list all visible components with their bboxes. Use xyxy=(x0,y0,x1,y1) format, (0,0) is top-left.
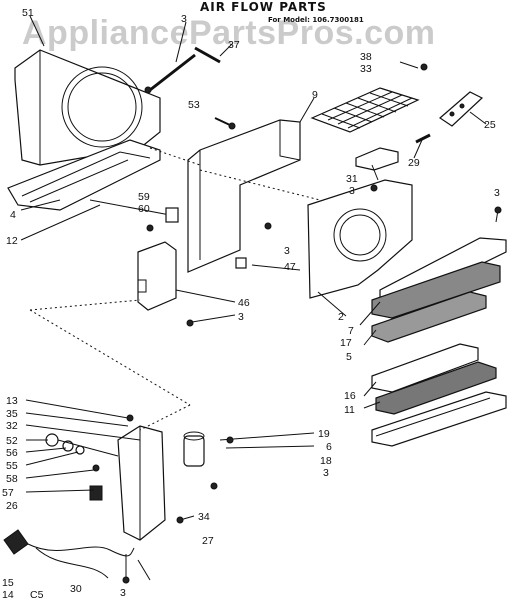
assembly-guide-lines xyxy=(29,147,321,431)
screws xyxy=(122,184,502,584)
model-number: For Model: 106.7300181 xyxy=(268,16,364,24)
callout-55: 55 xyxy=(6,460,18,472)
callout-32: 32 xyxy=(6,420,18,432)
callout-19: 19 xyxy=(318,428,330,440)
callout-12: 12 xyxy=(6,235,18,247)
callout-6: 6 xyxy=(326,441,332,453)
part-screw-53[interactable] xyxy=(214,117,236,130)
callout-47: 47 xyxy=(284,261,296,273)
callout-38: 38 xyxy=(360,51,372,63)
callout-25: 25 xyxy=(484,119,496,131)
part-clip-29[interactable] xyxy=(415,133,431,144)
callout-3: 3 xyxy=(120,587,126,599)
part-tray-16[interactable] xyxy=(371,343,479,393)
callout-5: 5 xyxy=(346,351,352,363)
callout-59: 59 xyxy=(138,191,150,203)
callout-17: 17 xyxy=(340,337,352,349)
part-bracket-59[interactable] xyxy=(165,207,179,223)
callout-46: 46 xyxy=(238,297,250,309)
callout-31: 31 xyxy=(346,173,358,185)
part-scroll-housing[interactable] xyxy=(307,179,413,299)
callout-9: 9 xyxy=(312,89,318,101)
part-screw-38[interactable] xyxy=(420,63,428,71)
callout-7: 7 xyxy=(348,325,354,337)
part-control-panel[interactable] xyxy=(137,241,177,311)
callout-c5: C5 xyxy=(30,589,44,600)
part-control-bracket[interactable] xyxy=(439,91,484,127)
part-power-cord[interactable] xyxy=(3,529,151,581)
part-filter-7[interactable] xyxy=(371,261,501,319)
callout-30: 30 xyxy=(70,583,82,595)
watermark: AppliancePartsPros.com xyxy=(22,14,436,52)
part-filter-5[interactable] xyxy=(371,291,487,343)
callout-11: 11 xyxy=(344,404,355,416)
leader-lines xyxy=(20,15,499,521)
callout-57: 57 xyxy=(2,487,14,499)
callout-34: 34 xyxy=(198,511,210,523)
callout-18: 18 xyxy=(320,455,332,467)
callout-37: 37 xyxy=(228,39,240,51)
part-bracket-31[interactable] xyxy=(355,147,399,171)
callout-2: 2 xyxy=(338,311,344,323)
part-clip-47[interactable] xyxy=(235,257,247,269)
callout-15: 15 xyxy=(2,577,14,589)
callout-33: 33 xyxy=(360,63,372,75)
callout-3: 3 xyxy=(284,245,290,257)
callout-58: 58 xyxy=(6,473,18,485)
part-support-rod[interactable] xyxy=(144,46,221,94)
callout-labels: 51 3 37 38 33 53 9 25 29 31 3 3 4 12 59 … xyxy=(2,7,500,600)
callout-4: 4 xyxy=(10,209,16,221)
part-center-partition[interactable] xyxy=(187,119,301,273)
part-filter-11[interactable] xyxy=(375,361,497,415)
callout-3: 3 xyxy=(494,187,500,199)
callout-35: 35 xyxy=(6,408,18,420)
callout-13: 13 xyxy=(6,395,18,407)
callout-27: 27 xyxy=(202,535,214,547)
callout-14: 14 xyxy=(2,589,14,600)
callout-52: 52 xyxy=(6,435,18,447)
callout-3: 3 xyxy=(349,185,355,197)
part-filter-grille[interactable] xyxy=(310,87,420,133)
part-front-panel[interactable] xyxy=(371,391,507,447)
callout-3: 3 xyxy=(181,13,187,25)
part-capacitor[interactable] xyxy=(183,431,205,467)
callout-26: 26 xyxy=(6,500,18,512)
diagram-title: AIR FLOW PARTS xyxy=(200,0,327,14)
callout-53: 53 xyxy=(188,99,200,111)
callout-16: 16 xyxy=(344,390,356,402)
callout-56: 56 xyxy=(6,447,18,459)
part-control-box[interactable] xyxy=(117,425,166,541)
part-base-tray[interactable] xyxy=(7,139,171,216)
callout-60: 60 xyxy=(138,203,150,215)
callout-29: 29 xyxy=(408,157,420,169)
callout-3: 3 xyxy=(323,467,329,479)
callout-51: 51 xyxy=(22,7,34,19)
callout-3: 3 xyxy=(238,311,244,323)
